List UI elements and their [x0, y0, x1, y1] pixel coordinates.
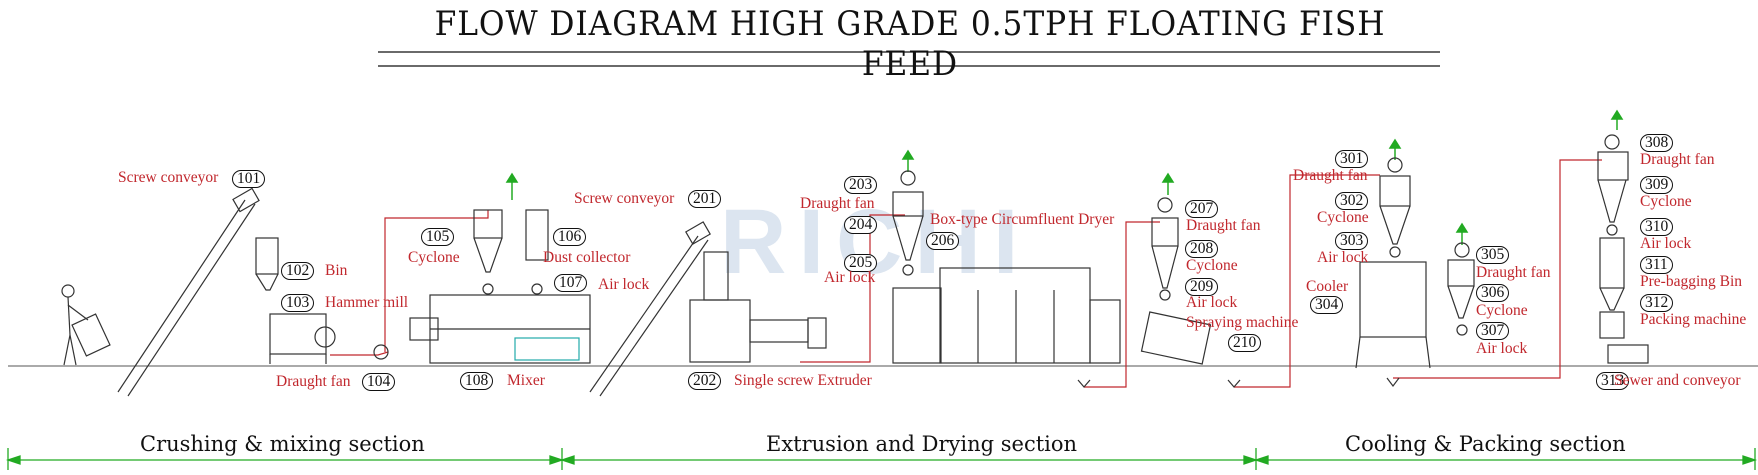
number-303: 303: [1335, 232, 1369, 250]
number-105: 105: [421, 228, 455, 246]
section-label-extrusion: Extrusion and Drying section: [766, 432, 1078, 456]
number-106: 106: [553, 228, 587, 246]
number-203: 203: [844, 176, 878, 194]
section-label-cooling: Cooling & Packing section: [1345, 432, 1626, 456]
label-209: Air lock: [1186, 294, 1238, 311]
section-3-equipment: [1355, 134, 1649, 387]
number-313: 313: [1596, 372, 1630, 390]
number-308: 308: [1640, 134, 1674, 152]
label-104: Draught fan: [276, 373, 351, 390]
number-309: 309: [1640, 176, 1674, 194]
exhaust-arrows: [505, 109, 1624, 245]
number-306: 306: [1476, 284, 1510, 302]
number-207: 207: [1185, 200, 1219, 218]
number-201: 201: [688, 190, 722, 208]
number-307: 307: [1476, 322, 1510, 340]
label-310: Air lock: [1640, 235, 1692, 252]
label-301: Draught fan: [1293, 167, 1368, 184]
section-dimension-lines: [5, 448, 1758, 470]
number-208: 208: [1185, 240, 1219, 258]
label-206: Box-type Circumfluent Dryer: [930, 211, 1115, 228]
label-101: Screw conveyor: [118, 169, 219, 186]
number-104: 104: [362, 373, 396, 391]
label-103: Hammer mill: [325, 294, 409, 311]
label-106: Dust collector: [543, 249, 631, 266]
label-308: Draught fan: [1640, 151, 1715, 168]
label-305: Draught fan: [1476, 264, 1551, 281]
section-1-equipment: [61, 187, 591, 397]
label-203: Draught fan: [800, 195, 875, 212]
label-313: Sewer and conveyor: [1614, 372, 1741, 389]
number-103: 103: [281, 294, 315, 312]
section-label-crushing: Crushing & mixing section: [140, 432, 425, 456]
label-303: Air lock: [1317, 249, 1369, 266]
label-208: Cyclone: [1186, 257, 1238, 274]
label-304: Cooler: [1306, 278, 1349, 295]
number-311: 311: [1640, 256, 1673, 274]
number-209: 209: [1185, 278, 1219, 296]
label-309: Cyclone: [1640, 193, 1692, 210]
number-101: 101: [232, 170, 266, 188]
number-107: 107: [554, 274, 588, 292]
number-312: 312: [1640, 294, 1674, 312]
number-205: 205: [844, 254, 878, 272]
number-310: 310: [1640, 218, 1674, 236]
section-2-equipment: [589, 170, 1241, 397]
label-105: Cyclone: [408, 249, 460, 266]
label-207: Draught fan: [1186, 217, 1261, 234]
number-301: 301: [1335, 150, 1369, 168]
label-108: Mixer: [507, 372, 545, 389]
label-307: Air lock: [1476, 340, 1528, 357]
number-305: 305: [1476, 246, 1510, 264]
label-102: Bin: [325, 262, 348, 279]
label-205: Air lock: [824, 269, 876, 286]
number-206: 206: [926, 232, 960, 250]
diagram-title: FLOW DIAGRAM HIGH GRADE 0.5TPH FLOATING …: [434, 4, 1386, 84]
number-304: 304: [1310, 296, 1344, 314]
flow-lines: [330, 159, 1602, 388]
label-302: Cyclone: [1317, 209, 1369, 226]
label-312: Packing machine: [1640, 311, 1747, 328]
number-108: 108: [460, 372, 494, 390]
number-302: 302: [1335, 192, 1369, 210]
number-102: 102: [281, 262, 315, 280]
label-210: Spraying machine: [1186, 314, 1299, 331]
watermark-logo: RICHI: [720, 191, 1031, 293]
number-210: 210: [1228, 334, 1262, 352]
number-202: 202: [688, 372, 722, 390]
label-306: Cyclone: [1476, 302, 1528, 319]
label-202: Single screw Extruder: [734, 372, 872, 389]
label-311: Pre-bagging Bin: [1640, 273, 1743, 290]
number-204: 204: [844, 216, 878, 234]
label-201: Screw conveyor: [574, 190, 675, 207]
label-107: Air lock: [598, 276, 650, 293]
